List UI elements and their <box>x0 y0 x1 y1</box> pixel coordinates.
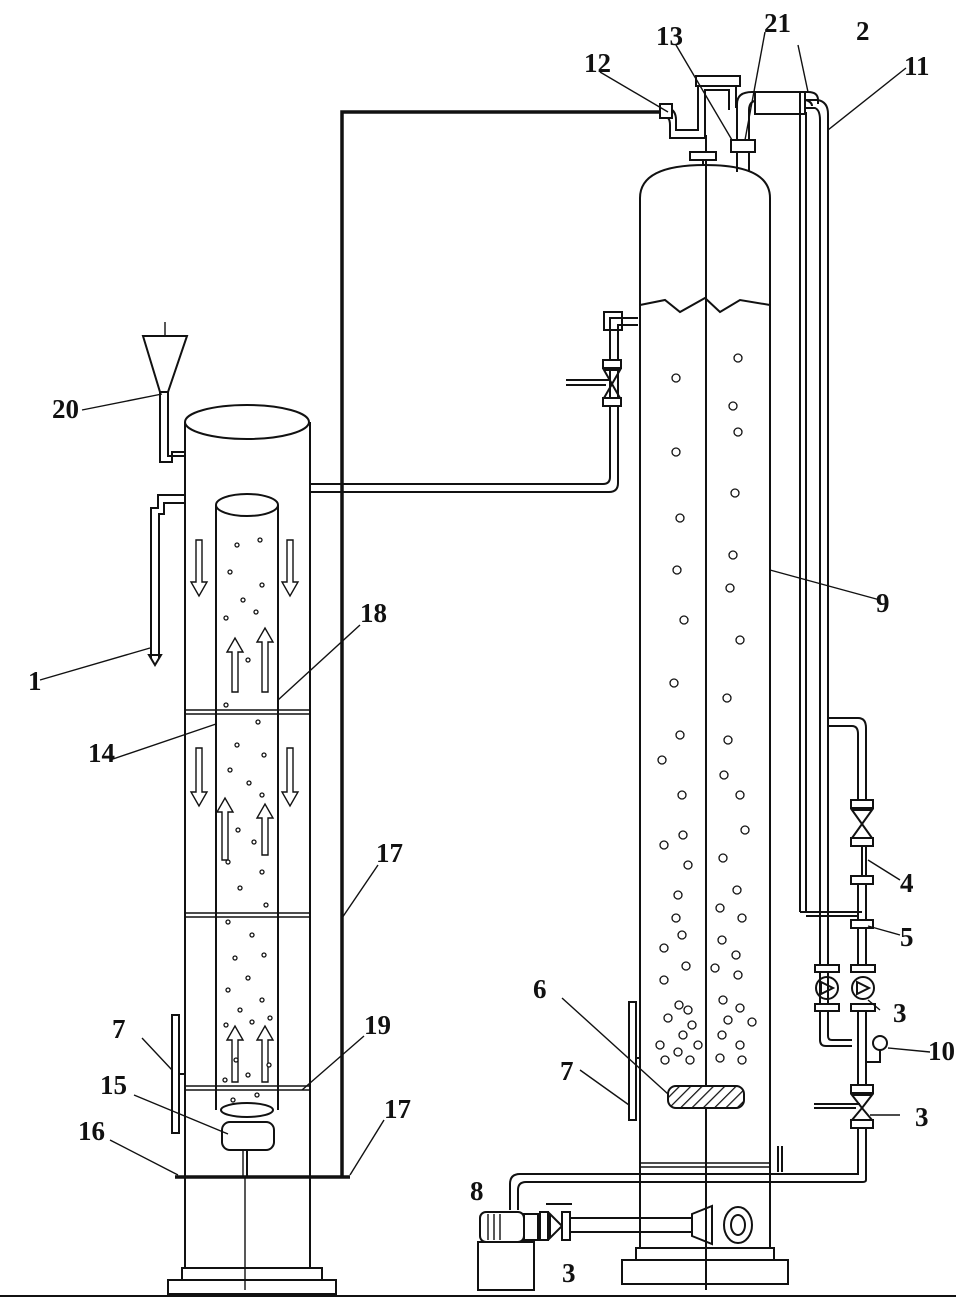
label-19: 19 <box>364 1010 391 1040</box>
label-21: 21 <box>764 8 791 38</box>
label-6: 6 <box>533 974 547 1004</box>
top-nozzles <box>659 75 829 725</box>
label-20: 20 <box>52 394 79 424</box>
side-flange-left <box>171 1014 180 1134</box>
right-column <box>621 135 789 1290</box>
air-distributor <box>667 1085 745 1109</box>
overflow-pipe <box>147 494 185 667</box>
circulation-pump <box>477 1203 753 1291</box>
draft-tube <box>215 493 279 1118</box>
downflow-arrows <box>189 539 300 808</box>
label-3-a: 3 <box>893 998 907 1028</box>
return-pipe <box>799 92 862 917</box>
label-13: 13 <box>656 21 683 51</box>
leader-lines <box>39 31 931 1176</box>
label-18: 18 <box>360 598 387 628</box>
label-17-top: 17 <box>376 838 403 868</box>
label-2: 2 <box>856 16 870 46</box>
label-7-left: 7 <box>112 1014 126 1044</box>
label-16: 16 <box>78 1116 105 1146</box>
upflow-arrows <box>215 626 275 1083</box>
funnel <box>141 322 189 463</box>
label-12: 12 <box>584 48 611 78</box>
valve-train <box>509 717 888 1210</box>
label-1: 1 <box>28 666 42 696</box>
label-5: 5 <box>900 922 914 952</box>
label-14: 14 <box>88 738 115 768</box>
gas-line-17 <box>340 110 666 1177</box>
transfer-pipe <box>310 311 638 493</box>
label-15: 15 <box>100 1070 127 1100</box>
label-10: 10 <box>928 1036 955 1066</box>
label-17-bottom: 17 <box>384 1094 411 1124</box>
part-labels: 1 2 3 3 3 4 5 6 7 7 8 9 10 11 12 13 14 1… <box>28 8 955 1288</box>
column-bubbles <box>655 353 757 1065</box>
left-reactor <box>141 322 350 1295</box>
label-11: 11 <box>904 51 930 81</box>
label-7-right: 7 <box>560 1056 574 1086</box>
label-4: 4 <box>900 868 914 898</box>
label-8: 8 <box>470 1176 484 1206</box>
draft-tube-bubbles <box>222 537 273 1103</box>
label-9: 9 <box>876 588 890 618</box>
gas-distributor <box>221 1121 275 1151</box>
label-3-b: 3 <box>915 1102 929 1132</box>
label-3-c: 3 <box>562 1258 576 1288</box>
